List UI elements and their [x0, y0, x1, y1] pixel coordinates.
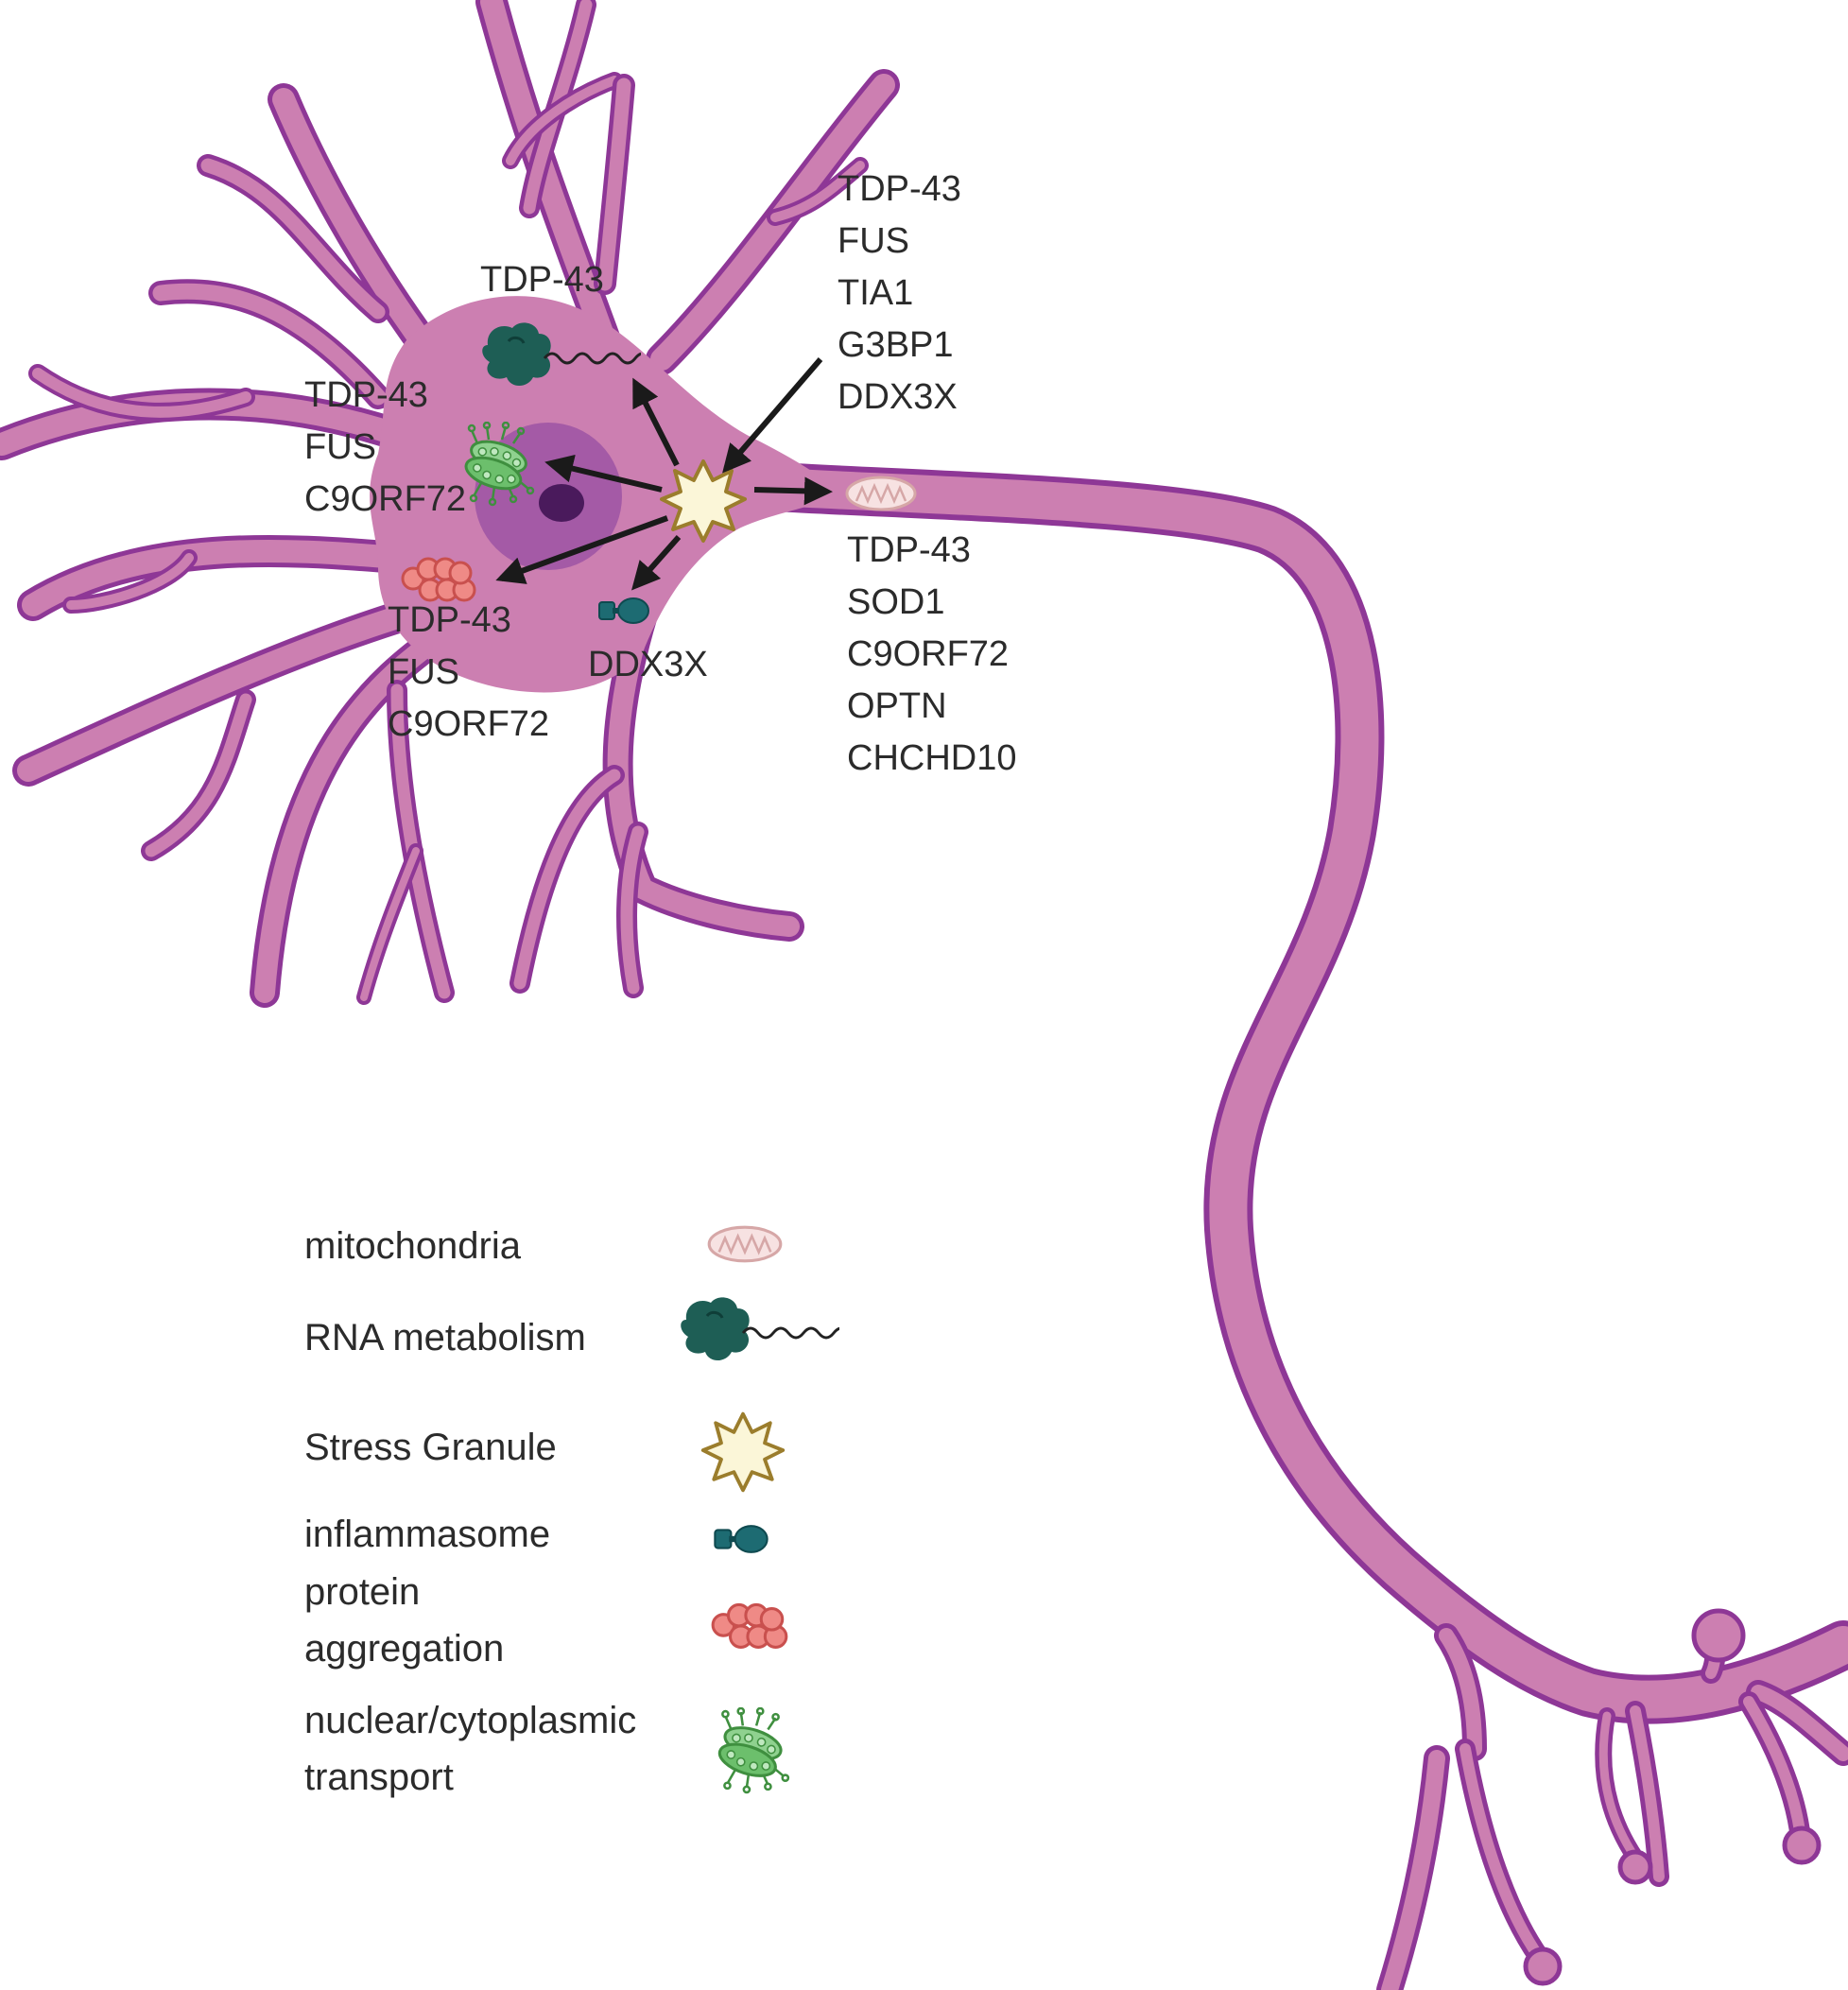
legend-label: protein — [304, 1571, 420, 1613]
legend-stress-granule-icon — [700, 1411, 786, 1493]
label-line: FUS — [388, 652, 459, 692]
label-line: G3BP1 — [838, 325, 954, 365]
label-line: TDP-43 — [480, 260, 604, 300]
legend-label: transport — [304, 1756, 454, 1798]
legend-item-protein-aggregation: protein aggregation — [304, 1571, 788, 1670]
legend-item-rna: RNA metabolism — [304, 1295, 839, 1362]
label-line: TDP-43 — [838, 169, 961, 209]
axon — [751, 462, 1848, 1990]
legend-aggregate-icon — [711, 1602, 788, 1649]
label-group-aggregation: TDP-43 FUS C9ORF72 — [388, 600, 549, 744]
label-line: C9ORF72 — [847, 634, 1009, 674]
label-line: OPTN — [847, 686, 947, 726]
label-line: C9ORF72 — [304, 479, 466, 519]
legend: mitochondria RNA metabolism Stress Granu… — [304, 1225, 839, 1798]
label-line: DDX3X — [588, 645, 708, 684]
label-group-inflammasome: DDX3X — [588, 645, 708, 684]
label-group-top-right: TDP-43 FUS TIA1 G3BP1 DDX3X — [838, 169, 961, 417]
stress-granule-icon — [660, 459, 747, 543]
label-line: SOD1 — [847, 582, 944, 622]
legend-label: RNA metabolism — [304, 1317, 586, 1358]
granule-pointer-arrow — [722, 357, 823, 474]
legend-item-stress-granule: Stress Granule — [304, 1411, 786, 1493]
label-line: FUS — [838, 221, 909, 261]
label-line: TDP-43 — [388, 600, 511, 640]
legend-rna-protein-icon — [679, 1295, 839, 1362]
label-line: CHCHD10 — [847, 738, 1016, 778]
legend-inflammasome-icon — [714, 1525, 769, 1553]
label-line: TDP-43 — [304, 375, 428, 415]
label-line: C9ORF72 — [388, 704, 549, 744]
label-group-rna: TDP-43 — [480, 260, 604, 300]
label-line: FUS — [304, 427, 376, 467]
legend-label: Stress Granule — [304, 1427, 557, 1468]
label-line: DDX3X — [838, 377, 958, 417]
label-group-transport: TDP-43 FUS C9ORF72 — [304, 375, 466, 519]
inflammasome-icon — [598, 597, 649, 624]
legend-item-inflammasome: inflammasome — [304, 1514, 769, 1555]
legend-label: mitochondria — [304, 1225, 522, 1267]
legend-item-transport: nuclear/cytoplasmic transport — [304, 1700, 790, 1798]
label-line: TIA1 — [838, 273, 913, 313]
label-line: TDP-43 — [847, 530, 971, 570]
legend-label: nuclear/cytoplasmic — [304, 1700, 636, 1741]
mitochondria-icon — [845, 476, 917, 511]
legend-item-mitochondria: mitochondria — [304, 1225, 783, 1267]
nucleolus — [539, 484, 584, 522]
legend-mitochondria-icon — [707, 1225, 783, 1263]
label-group-mitochondria: TDP-43 SOD1 C9ORF72 OPTN CHCHD10 — [847, 530, 1016, 778]
legend-nuclear-pore-icon — [714, 1707, 790, 1794]
arrows — [495, 377, 833, 591]
legend-label: aggregation — [304, 1628, 504, 1670]
legend-label: inflammasome — [304, 1514, 550, 1555]
dendrites — [0, 0, 900, 1008]
